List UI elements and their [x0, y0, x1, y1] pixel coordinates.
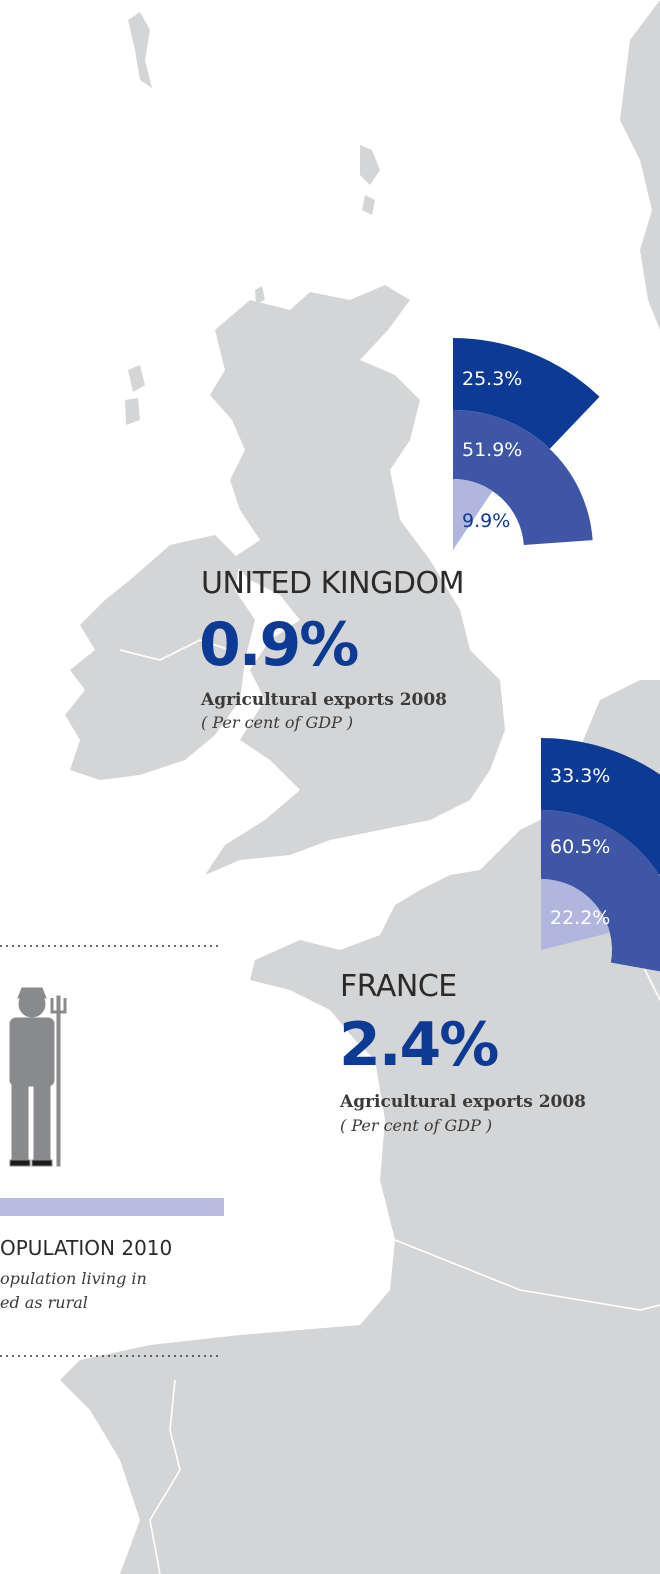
- uk-ring-outer-label: 25.3%: [462, 368, 523, 390]
- france-ring-middle-label: 60.5%: [550, 836, 611, 858]
- france-caption-subtitle: ( Per cent of GDP ): [340, 1116, 493, 1135]
- uk-ring-outer-segment: [453, 338, 600, 449]
- northern-islands: [128, 12, 152, 88]
- uk-ring-inner-label: 9.9%: [462, 510, 511, 532]
- rural-population-title: OPULATION 2010: [0, 1236, 173, 1260]
- great-britain-land: [205, 285, 505, 875]
- continent-land: [60, 680, 660, 1574]
- rural-population-line-2: ed as rural: [0, 1293, 88, 1312]
- france-ring-outer-segment: [541, 738, 660, 875]
- france-ring-middle-segment: [541, 810, 660, 972]
- rural-population-line-1: opulation living in: [0, 1269, 147, 1288]
- scandinavia-land: [620, 0, 660, 330]
- farmer-with-pitchfork-icon: [9, 987, 67, 1167]
- ireland-land: [65, 535, 255, 780]
- uk-ring-middle-segment: [453, 410, 593, 545]
- france-ring-inner-label: 22.2%: [550, 907, 611, 929]
- france-ring-outer-label: 33.3%: [550, 765, 611, 787]
- rural-population-bar: [0, 1198, 224, 1216]
- uk-ring-inner-segment: [453, 479, 493, 550]
- france-ring-inner-segment: [541, 879, 610, 950]
- uk-country-name: UNITED KINGDOM: [201, 566, 464, 601]
- uk-agri-export-value: 0.9%: [199, 610, 359, 680]
- uk-ring-middle-label: 51.9%: [462, 439, 523, 461]
- uk-caption-subtitle: ( Per cent of GDP ): [201, 713, 354, 732]
- france-caption-title: Agricultural exports 2008: [340, 1092, 587, 1112]
- france-agri-export-value: 2.4%: [339, 1010, 499, 1080]
- france-country-name: FRANCE: [340, 969, 457, 1004]
- uk-caption-title: Agricultural exports 2008: [201, 690, 448, 710]
